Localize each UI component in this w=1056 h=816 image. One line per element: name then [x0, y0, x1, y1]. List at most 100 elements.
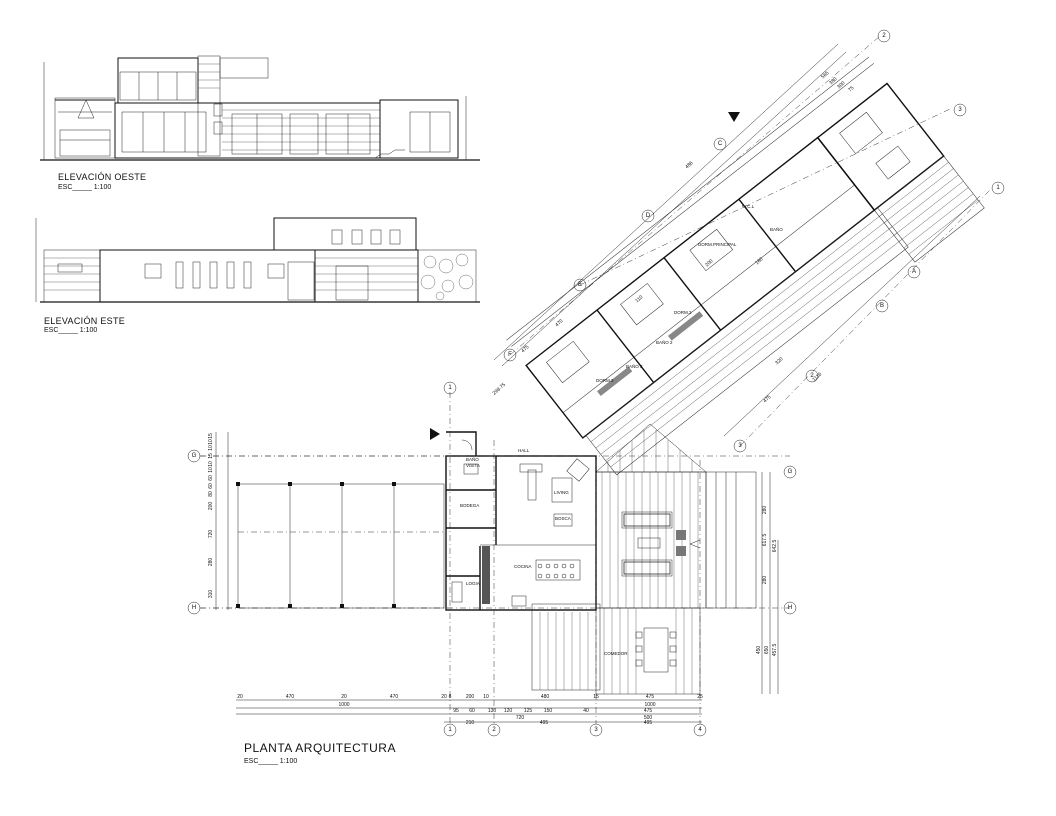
dim-row3-label-7: 475	[644, 708, 653, 714]
dim-row1-label-0: 20	[237, 694, 243, 700]
elevation-oeste-scale: ESC_____ 1:100	[58, 184, 111, 191]
dim-right-label-2: 642.5	[772, 540, 778, 553]
axis-label-rb: B	[880, 303, 884, 309]
dim-left-label-3: 15	[208, 453, 214, 459]
room-label-logia: LOGIA	[466, 581, 480, 586]
dim-diag-label-3: 75	[847, 85, 855, 93]
dim-left-label-11: 280	[208, 558, 214, 567]
room-label-dorm2: DORM.2	[674, 310, 692, 315]
dim-row5-label-0: 210	[466, 720, 475, 726]
dim-diag-label-0: 565	[820, 70, 830, 80]
dim-row3-label-3: 120	[504, 708, 513, 714]
dim-row1-label-10: 475	[646, 694, 655, 700]
dim-row3-label-1: 60	[469, 708, 475, 714]
dim-row3-label-4: 125	[524, 708, 533, 714]
axis-label-r3-bottom: 3	[738, 443, 742, 449]
dim-diag-label-2: 300	[836, 80, 846, 90]
dim-left-label-2: 10	[208, 445, 214, 451]
dim-row3-label-0: 95	[453, 708, 459, 714]
dim-right-label-0: 280	[762, 506, 768, 515]
axis-label-g-left: G	[192, 453, 197, 459]
axis-label-h-right: H	[788, 605, 792, 611]
plan-terrace: COMEDOR	[595, 423, 757, 695]
dim-row3-label-2: 130	[488, 708, 497, 714]
dim-diag-label-13: 298.75	[492, 382, 508, 397]
elevation-oeste-title: ELEVACIÓN OESTE	[58, 172, 146, 182]
dim-row1-label-7: 10	[483, 694, 489, 700]
section-markers	[430, 112, 740, 549]
dim-left-label-7: 60	[208, 483, 214, 489]
dim-row2-label-1: 1000	[644, 702, 655, 708]
dim-left-label-12: 310	[208, 590, 214, 599]
axis-label-h-left: H	[192, 605, 196, 611]
dim-row1-label-1: 470	[286, 694, 295, 700]
dim-row1-label-4: 20	[441, 694, 447, 700]
axis-label-re: E	[578, 282, 582, 288]
dim-row2-label-0: 1000	[338, 702, 349, 708]
elevation-este-title: ELEVACIÓN ESTE	[44, 316, 125, 326]
dim-row5-label-2: 495	[644, 720, 653, 726]
dim-diag-label-6: 475	[520, 344, 530, 354]
room-label-bodega: BODEGA	[460, 503, 479, 508]
room-label-bano-visita-1: BAÑO	[466, 456, 479, 462]
dim-row-2: 1000 1000	[338, 702, 655, 708]
room-label-wcl: W.C.L	[742, 204, 755, 209]
axis-label-rc: C	[718, 141, 723, 147]
dim-left-label-9: 200	[208, 502, 214, 511]
dim-row1-label-11: 25	[697, 694, 703, 700]
room-label-bano2: BAÑO 2	[656, 339, 673, 345]
dim-row4-label-1: 500	[644, 715, 653, 721]
dim-diag-label-1: 380	[828, 76, 838, 86]
dim-row3-label-5: 150	[544, 708, 553, 714]
axis-label-a2: 2	[492, 727, 496, 733]
dim-diag-label-7: 200	[704, 258, 714, 268]
dim-row1-label-3: 470	[390, 694, 399, 700]
dim-diag-label-9: 160	[754, 256, 764, 266]
axis-label-r2-top: 2	[882, 33, 886, 39]
axis-label-g-right: G	[788, 469, 793, 475]
dim-row5-label-1: 495	[540, 720, 549, 726]
axis-label-a4: 4	[698, 727, 702, 733]
dim-row4-label-0: 720	[516, 715, 525, 721]
dim-row1-label-6: 200	[466, 694, 475, 700]
dim-row1-label-9: 15	[593, 694, 599, 700]
dim-row-4: 720 500	[516, 715, 653, 721]
dim-diag-label-5: 470	[554, 318, 564, 328]
dim-left-label-8: 80	[208, 491, 214, 497]
plan-scale: ESC_____ 1:100	[244, 758, 297, 765]
dim-left-label-4: 10	[208, 461, 214, 467]
plan-title: PLANTA ARQUITECTURA	[244, 741, 396, 755]
axis-label-r2-bottom: 2	[810, 373, 814, 379]
room-label-comedor: COMEDOR	[604, 651, 628, 656]
dim-row-5: 210 495 495	[466, 720, 653, 726]
dim-diag-label-8: 110	[634, 294, 644, 304]
room-label-bano3: BAÑO 3	[626, 363, 643, 369]
dim-diag-label-11: 475	[762, 394, 772, 404]
axis-label-a1-top: 1	[448, 385, 452, 391]
room-label-dorm3: DORM.3	[596, 378, 614, 383]
room-label-dorm-principal: DORM.PRINCIPAL	[698, 242, 737, 247]
axis-label-a3: 3	[594, 727, 598, 733]
room-label-bano: BAÑO	[770, 226, 783, 232]
dim-right-label-3: 280	[762, 576, 768, 585]
dim-left-label-1: 10	[208, 439, 214, 445]
room-label-cocina: COCINA	[514, 564, 532, 569]
elevation-este: ELEVACIÓN ESTE ESC_____ 1:100	[35, 217, 480, 334]
axis-label-r1: 1	[996, 185, 1000, 191]
dim-right-label-1: 617.5	[762, 534, 768, 547]
plan-carport	[200, 455, 452, 609]
dim-diag-label-12: 320	[774, 356, 784, 366]
dim-row1-label-2: 20	[341, 694, 347, 700]
dim-diag-label-4: 486	[684, 160, 694, 170]
dim-left-label-5: 10	[208, 467, 214, 473]
room-label-bosca: BOSCA	[555, 516, 571, 521]
room-label-living: LIVING	[554, 490, 569, 495]
